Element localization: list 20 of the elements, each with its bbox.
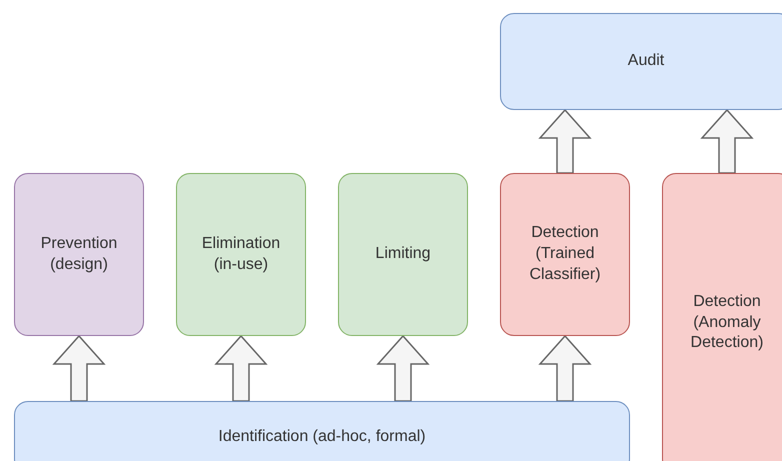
- box-label: Audit: [626, 51, 666, 72]
- process-box: [662, 173, 782, 461]
- process-box: [338, 173, 468, 336]
- block-arrow: [538, 334, 592, 402]
- block-arrow: [376, 334, 430, 402]
- block-arrow: [700, 108, 754, 174]
- box-label: Limiting: [374, 244, 432, 264]
- block-arrow: [52, 334, 106, 402]
- process-box: [500, 173, 630, 336]
- process-box: [176, 173, 306, 336]
- box-label: Detection (Trained Classifier): [528, 223, 602, 285]
- box-label: Prevention (design): [40, 234, 118, 274]
- box-label: Detection (Anomaly Detection): [690, 292, 764, 354]
- process-box: [14, 173, 144, 336]
- process-box: [500, 13, 782, 110]
- box-label: Elimination (in-use): [200, 234, 282, 274]
- block-arrow: [538, 108, 592, 174]
- block-arrow: [214, 334, 268, 402]
- box-label: Identification (ad-hoc, formal): [217, 426, 427, 447]
- process-box: [14, 401, 630, 461]
